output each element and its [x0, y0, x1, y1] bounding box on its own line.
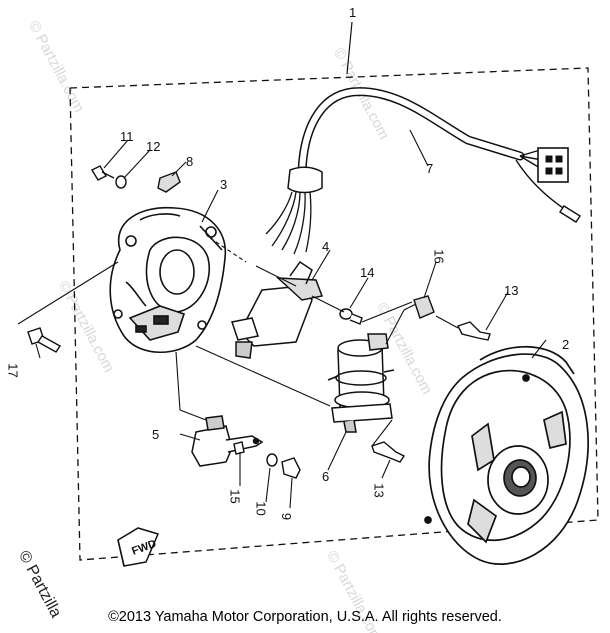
flywheel-rotor	[424, 345, 589, 565]
callout-12: 12	[146, 139, 161, 154]
callout-7: 7	[426, 161, 434, 176]
callout-6: 6	[322, 469, 330, 484]
callout-5: 5	[152, 427, 160, 442]
copyright-notice: ©2013 Yamaha Motor Corporation, U.S.A. A…	[108, 609, 502, 625]
leader-lines	[17, 129, 547, 509]
hardware-parts	[27, 165, 491, 479]
callout-13-upper: 13	[504, 283, 519, 298]
pulser-coil	[327, 333, 395, 433]
callout-17: 17	[5, 363, 21, 378]
callout-11: 11	[120, 129, 134, 144]
callout-9: 9	[279, 512, 295, 521]
source-coil	[231, 260, 324, 359]
stator-plate	[109, 206, 227, 354]
fwd-arrow-mark: FWD	[117, 527, 160, 567]
callout-15: 15	[227, 489, 243, 504]
wire-harness	[265, 87, 581, 255]
callout-13-lower: 13	[371, 483, 387, 498]
callout-16: 16	[431, 249, 447, 264]
callout-4: 4	[322, 239, 330, 254]
callout-1: 1	[349, 5, 357, 20]
callout-8: 8	[186, 154, 194, 169]
callout-14: 14	[360, 265, 375, 280]
callout-10: 10	[253, 501, 269, 516]
callout-2: 2	[562, 337, 570, 352]
cdi-unit	[191, 415, 264, 467]
assembly-boundary	[69, 67, 599, 561]
leader-line	[346, 21, 353, 75]
callout-3: 3	[220, 177, 228, 192]
